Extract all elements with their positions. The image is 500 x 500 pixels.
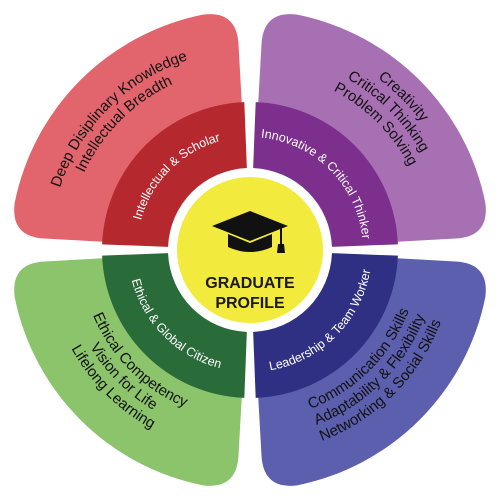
- inner-segment-leadership: [253, 253, 398, 398]
- outer-segment-leadership: [257, 257, 486, 486]
- outer-segment-ethical: [14, 257, 243, 486]
- center-title-line1: GRADUATE: [205, 275, 295, 292]
- inner-segment-intellectual: [102, 102, 247, 247]
- inner-ring: [102, 102, 398, 398]
- graduation-cap-icon: [212, 211, 288, 253]
- outer-ring: [14, 14, 486, 486]
- outer-segment-intellectual: [14, 14, 243, 243]
- outer-segment-innovative: [257, 14, 486, 243]
- inner-segment-ethical: [102, 253, 247, 398]
- center-badge: GRADUATE PROFILE: [170, 170, 330, 330]
- center-title-line2: PROFILE: [215, 295, 285, 312]
- inner-segment-innovative: [253, 102, 398, 247]
